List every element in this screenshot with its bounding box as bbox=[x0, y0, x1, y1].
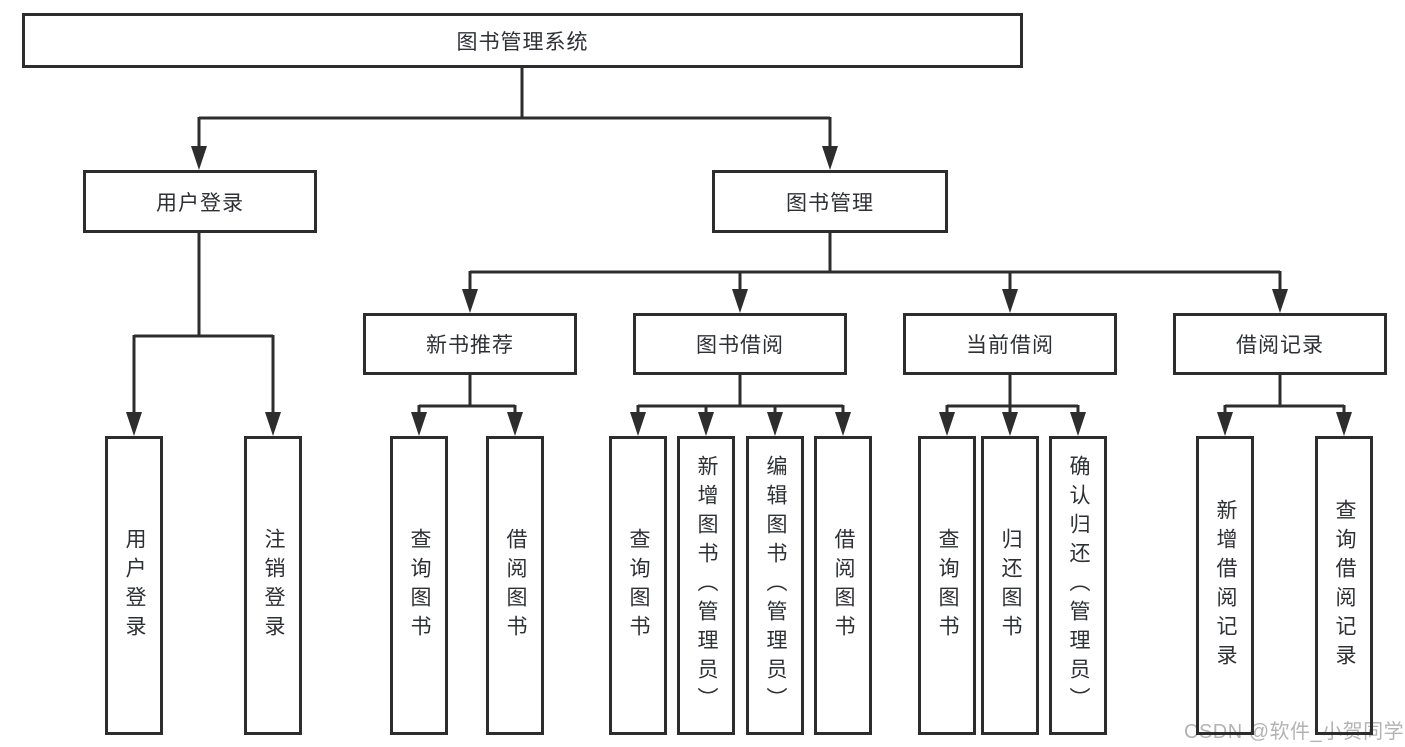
leaf-cb-confirm-return-label: 确认归还（管理员） bbox=[1067, 455, 1090, 716]
leaf-br-query-record: 查询借阅记录 bbox=[1315, 436, 1373, 735]
leaf-cb-query-book-label: 查询图书 bbox=[936, 527, 959, 644]
leaf-nbr-borrow-book-label: 借阅图书 bbox=[504, 527, 527, 644]
csdn-watermark: CSDN @软件_小贺同学 bbox=[1184, 721, 1405, 743]
leaf-logout-label: 注销登录 bbox=[262, 527, 285, 644]
node-book-borrow: 图书借阅 bbox=[633, 313, 847, 375]
leaf-nbr-query-book-label: 查询图书 bbox=[408, 527, 431, 644]
node-book-management: 图书管理 bbox=[712, 170, 948, 233]
node-current-borrow-label: 当前借阅 bbox=[966, 334, 1054, 357]
node-new-book-recommend-label: 新书推荐 bbox=[426, 334, 514, 357]
node-root-label: 图书管理系统 bbox=[456, 30, 589, 54]
node-root: 图书管理系统 bbox=[22, 13, 1023, 68]
leaf-bb-query-book-label: 查询图书 bbox=[627, 527, 650, 644]
leaf-cb-return-book-label: 归还图书 bbox=[999, 527, 1022, 644]
node-user-login-label: 用户登录 bbox=[156, 191, 244, 215]
node-borrow-records: 借阅记录 bbox=[1173, 313, 1387, 375]
leaf-cb-return-book: 归还图书 bbox=[981, 436, 1039, 735]
leaf-bb-borrow-book-label: 借阅图书 bbox=[832, 527, 855, 644]
leaf-cb-query-book: 查询图书 bbox=[918, 436, 976, 735]
node-user-login: 用户登录 bbox=[83, 170, 317, 233]
leaf-br-add-record-label: 新增借阅记录 bbox=[1214, 498, 1237, 673]
leaf-bb-edit-book: 编辑图书（管理员） bbox=[746, 436, 804, 735]
leaf-user-login: 用户登录 bbox=[105, 436, 163, 735]
leaf-bb-add-book: 新增图书（管理员） bbox=[677, 436, 735, 735]
node-book-borrow-label: 图书借阅 bbox=[696, 334, 784, 357]
leaf-nbr-borrow-book: 借阅图书 bbox=[486, 436, 544, 735]
leaf-br-query-record-label: 查询借阅记录 bbox=[1333, 498, 1356, 673]
leaf-cb-confirm-return: 确认归还（管理员） bbox=[1049, 436, 1107, 735]
leaf-nbr-query-book: 查询图书 bbox=[390, 436, 448, 735]
leaf-logout: 注销登录 bbox=[244, 436, 302, 735]
node-current-borrow: 当前借阅 bbox=[903, 313, 1117, 375]
leaf-bb-add-book-label: 新增图书（管理员） bbox=[695, 455, 718, 716]
leaf-bb-query-book: 查询图书 bbox=[609, 436, 667, 735]
leaf-bb-edit-book-label: 编辑图书（管理员） bbox=[764, 455, 787, 716]
leaf-bb-borrow-book: 借阅图书 bbox=[814, 436, 872, 735]
node-borrow-records-label: 借阅记录 bbox=[1236, 334, 1324, 357]
node-book-management-label: 图书管理 bbox=[786, 191, 874, 215]
node-new-book-recommend: 新书推荐 bbox=[363, 313, 577, 375]
leaf-br-add-record: 新增借阅记录 bbox=[1196, 436, 1254, 735]
leaf-user-login-label: 用户登录 bbox=[123, 527, 146, 644]
